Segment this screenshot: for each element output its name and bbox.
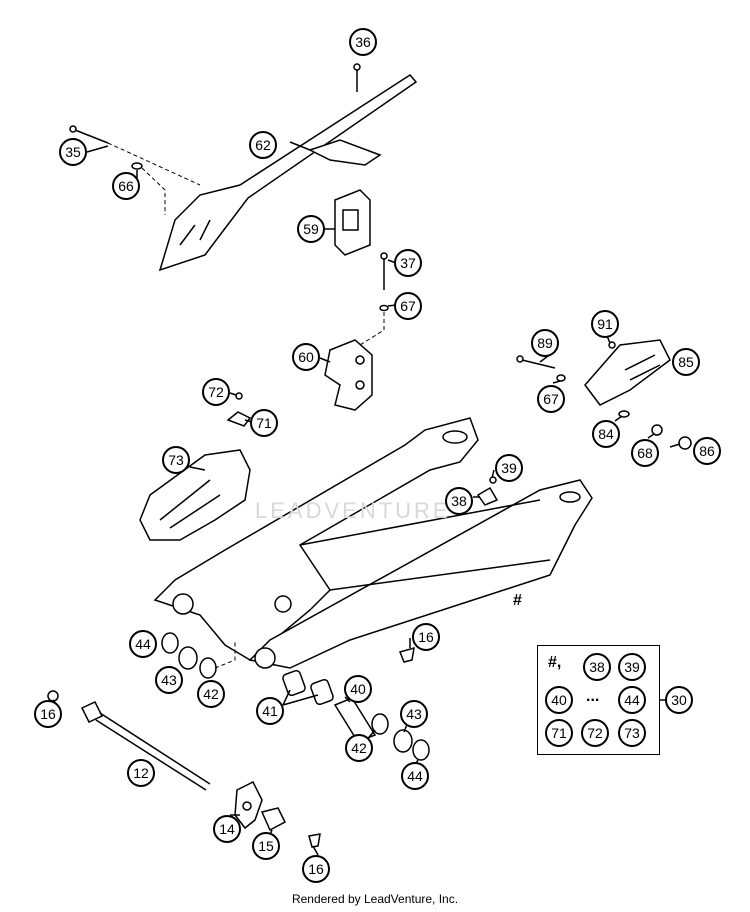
callout-89[interactable]: 89 [531,329,559,357]
swingarm-pivot-axle [80,701,211,791]
callout-72[interactable]: 72 [202,378,230,406]
chain-adjuster-part [234,780,321,848]
callout-35[interactable]: 35 [59,138,87,166]
brake-caliper-bracket-part [324,252,389,411]
callout-60[interactable]: 60 [292,343,320,371]
callout-36[interactable]: 36 [349,28,377,56]
callout-85[interactable]: 85 [672,348,700,376]
callout-30[interactable]: 30 [665,686,693,714]
callout-62[interactable]: 62 [249,131,277,159]
callout-15[interactable]: 15 [252,832,280,860]
right-bearing-stack [282,669,430,761]
callout-16-swingarm[interactable]: 16 [412,623,440,651]
callout-71[interactable]: 71 [250,409,278,437]
callout-43-right[interactable]: 43 [400,700,428,728]
chain-slider-part [139,449,251,541]
kit-callout-40[interactable]: 40 [545,686,573,714]
callout-41[interactable]: 41 [256,697,284,725]
callout-16-axle[interactable]: 16 [34,700,62,728]
kit-callout-71[interactable]: 71 [545,719,573,747]
callout-59[interactable]: 59 [297,215,325,243]
callout-37[interactable]: 37 [394,249,422,277]
callout-68[interactable]: 68 [631,439,659,467]
callout-42-left[interactable]: 42 [197,680,225,708]
callout-67-lower[interactable]: 67 [537,385,565,413]
callout-16-bottom[interactable]: 16 [302,855,330,883]
chain-guide-85-part [516,339,692,450]
watermark: LEADVENTURE [255,498,451,523]
callout-91[interactable]: 91 [591,310,619,338]
callout-44-left[interactable]: 44 [129,630,157,658]
callout-73[interactable]: 73 [162,446,190,474]
callout-44-right[interactable]: 44 [401,762,429,790]
left-bearing-stack [161,632,236,679]
kit-callout-38[interactable]: 38 [583,653,611,681]
kit-callout-39[interactable]: 39 [618,653,646,681]
callout-84[interactable]: 84 [592,420,620,448]
callout-38[interactable]: 38 [445,487,473,515]
callout-14[interactable]: 14 [213,815,241,843]
sliding-block-part [334,189,371,256]
footer-credit: Rendered by LeadVenture, Inc. [291,892,459,906]
kit-callout-44[interactable]: 44 [618,686,646,714]
callout-86[interactable]: 86 [693,437,721,465]
callout-42-right[interactable]: 42 [345,734,373,762]
kit-callout-73[interactable]: 73 [618,719,646,747]
callout-39[interactable]: 39 [495,454,523,482]
callout-66[interactable]: 66 [112,172,140,200]
callout-40[interactable]: 40 [344,675,372,703]
callout-67-upper[interactable]: 67 [394,292,422,320]
callout-12[interactable]: 12 [127,759,155,787]
kit-callout-72[interactable]: 72 [581,719,609,747]
bolt-35-part [69,125,201,215]
chain-guide-part [158,63,418,272]
kit-box: #, 38 39 40 ... 44 71 72 73 [537,645,660,755]
cap-16b-part [398,646,415,663]
callout-43-left[interactable]: 43 [155,666,183,694]
kit-prefix: #, [548,654,562,671]
swingarm-marker: # [513,592,522,609]
swingarm-part [153,417,593,669]
kit-ellipsis: ... [586,688,600,705]
